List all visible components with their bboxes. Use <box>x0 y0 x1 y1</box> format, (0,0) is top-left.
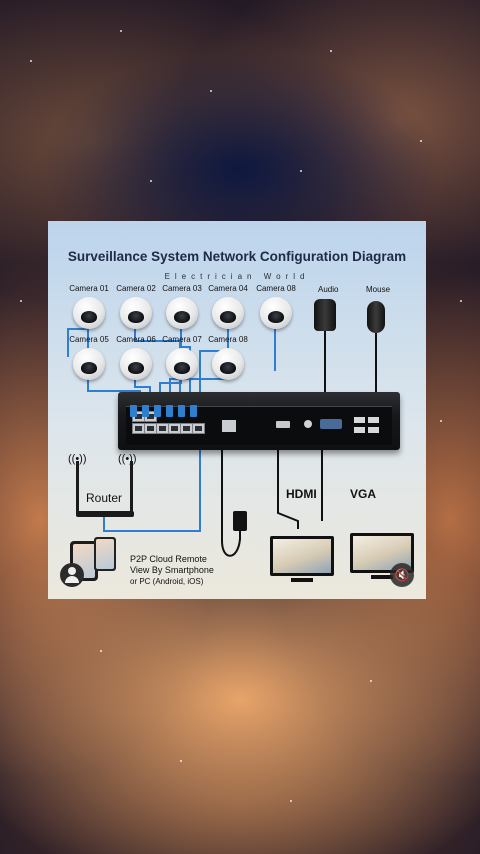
audio-label: Audio <box>318 285 339 294</box>
mouse-label: Mouse <box>366 285 391 294</box>
dome-camera-icon <box>166 297 198 329</box>
ethernet-plug <box>154 405 161 417</box>
p2p-line: View By Smartphone <box>130 565 214 575</box>
dome-camera-icon <box>120 297 152 329</box>
nvr-recorder <box>118 392 400 450</box>
camera-07: Camera 07 <box>158 335 206 380</box>
p2p-caption: P2P Cloud Remote View By Smartphone or P… <box>130 554 214 587</box>
dome-camera-icon <box>166 348 198 380</box>
camera-label: Camera 02 <box>116 284 156 293</box>
camera-08-bottom: Camera 08 <box>204 335 252 380</box>
ethernet-plug <box>166 405 173 417</box>
dome-camera-icon <box>73 297 105 329</box>
diagram-title: Surveillance System Network Configuratio… <box>67 249 407 264</box>
dome-camera-icon <box>73 348 105 380</box>
monitor-stand <box>371 575 393 579</box>
camera-label: Camera 08 <box>208 335 248 344</box>
p2p-line: or PC (Android, iOS) <box>130 577 204 586</box>
tablet-icon <box>94 537 116 571</box>
profile-avatar-button[interactable] <box>60 563 84 587</box>
vga-port <box>320 419 342 429</box>
dome-camera-icon <box>212 297 244 329</box>
router-antenna <box>130 461 133 513</box>
dome-camera-icon <box>120 348 152 380</box>
ethernet-plug <box>130 405 137 417</box>
camera-label: Camera 04 <box>208 284 248 293</box>
dome-camera-icon <box>212 348 244 380</box>
camera-04: Camera 04 <box>204 284 252 329</box>
camera-05: Camera 05 <box>65 335 113 380</box>
camera-02: Camera 02 <box>112 284 160 329</box>
camera-label: Camera 06 <box>116 335 156 344</box>
camera-label: Camera 01 <box>69 284 109 293</box>
camera-label: Camera 07 <box>162 335 202 344</box>
camera-label: Camera 03 <box>162 284 202 293</box>
camera-label: Camera 08 <box>256 284 296 293</box>
ethernet-plug <box>190 405 197 417</box>
router-icon <box>76 511 134 517</box>
usb-port <box>368 417 379 423</box>
microphone-icon <box>314 299 336 331</box>
hdmi-label: HDMI <box>286 487 317 501</box>
ethernet-plug <box>142 405 149 417</box>
wifi-icon: ((•)) <box>68 453 87 465</box>
monitor-stand <box>291 578 313 582</box>
poe-port <box>192 423 205 434</box>
vga-label: VGA <box>350 487 377 501</box>
dome-camera-icon <box>260 297 292 329</box>
usb-port <box>354 427 365 433</box>
mute-icon[interactable]: 🔇 <box>390 563 414 587</box>
wifi-icon: ((•)) <box>118 453 137 465</box>
usb-port <box>368 427 379 433</box>
camera-03: Camera 03 <box>158 284 206 329</box>
p2p-line: P2P Cloud Remote <box>130 554 207 564</box>
router-label: Router <box>86 491 123 505</box>
camera-label: Camera 05 <box>69 335 109 344</box>
diagram-card: Surveillance System Network Configuratio… <box>48 221 426 599</box>
monitor-screen <box>273 539 331 573</box>
lan-port <box>222 420 236 432</box>
hdmi-monitor <box>270 536 334 576</box>
audio-port <box>304 420 312 428</box>
camera-01: Camera 01 <box>65 284 113 329</box>
mouse-icon <box>367 301 385 333</box>
ethernet-plug <box>178 405 185 417</box>
router-antenna <box>76 461 79 513</box>
camera-06: Camera 06 <box>112 335 160 380</box>
usb-port <box>354 417 365 423</box>
camera-08-top: Camera 08 <box>252 284 300 329</box>
diagram-subtitle: Electrician World <box>164 272 310 281</box>
hdmi-port <box>276 421 290 428</box>
